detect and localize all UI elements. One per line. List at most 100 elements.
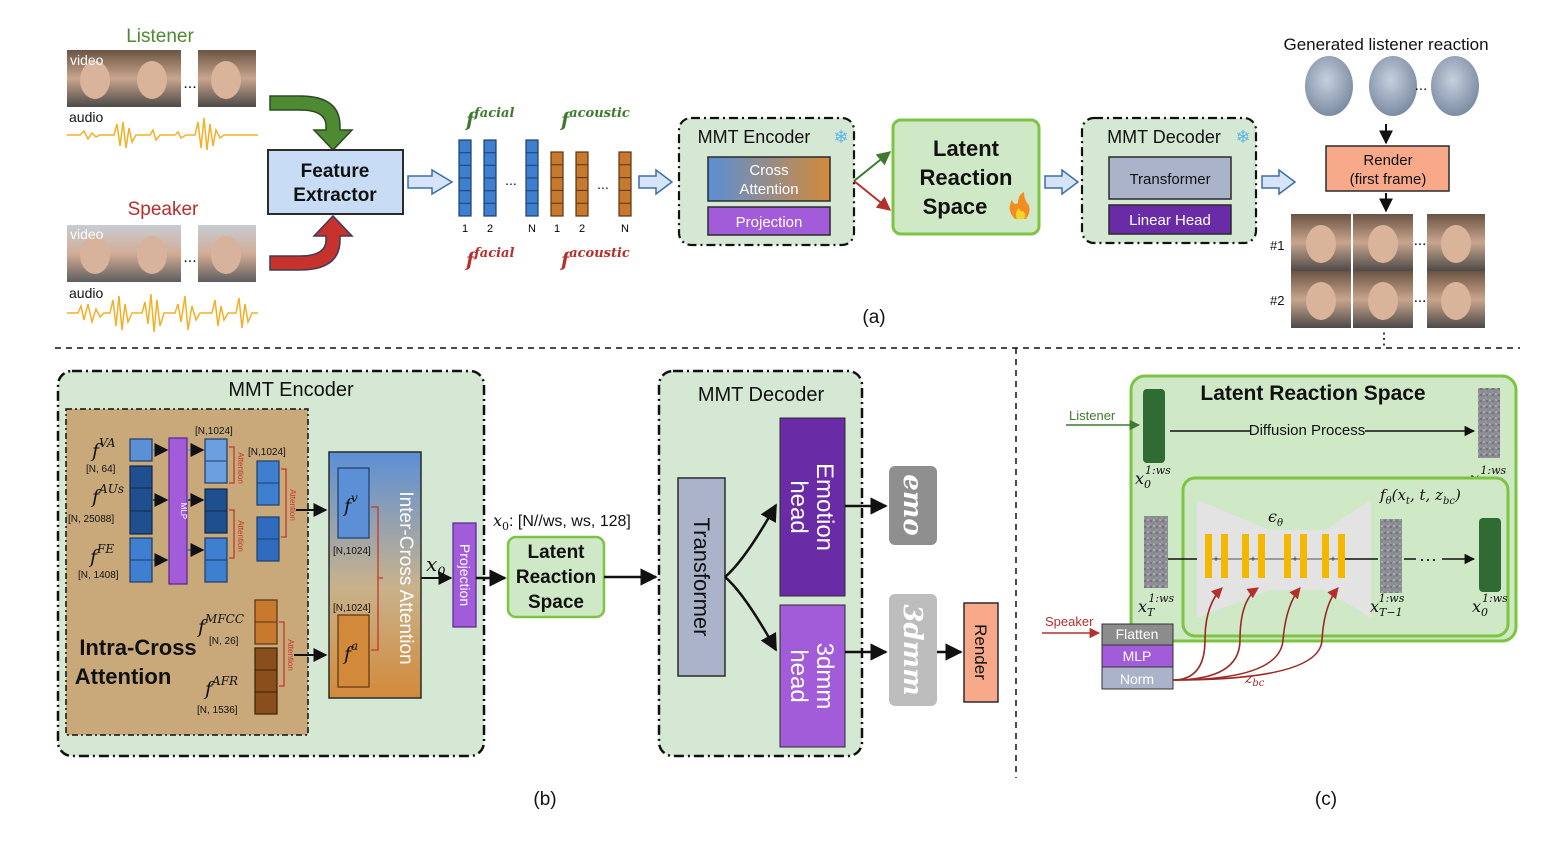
- acoustic-idx-n: N: [621, 223, 629, 235]
- inter-cross-label: Inter-Cross Attention: [395, 491, 416, 664]
- head-3d-2: [1369, 56, 1417, 116]
- threedmm-head-box: [779, 604, 846, 748]
- encoder-to-latent-green-arrow: [853, 151, 892, 182]
- unet-layer-5: [1284, 534, 1291, 578]
- cross-attention-line2: Attention: [739, 181, 798, 198]
- listener-audio-label: audio: [69, 109, 103, 125]
- mlp-box: [168, 437, 188, 585]
- speaker-waveform: [67, 293, 258, 333]
- attention-bracket-2: [229, 509, 235, 559]
- listener-curved-arrow: [269, 95, 354, 152]
- acoustic-idx-2: 2: [579, 223, 585, 235]
- attention-label-1: Attention: [236, 452, 245, 484]
- speaker-c-label: Speaker: [1045, 614, 1094, 629]
- attention-label-3: Attention: [288, 489, 297, 521]
- xT-listener-block: [1478, 388, 1500, 458]
- unet-layer-1: [1205, 534, 1212, 578]
- emotion-head-line2: head: [785, 480, 812, 533]
- emotion-head-box: [779, 417, 846, 597]
- f-va-dim: [N, 64]: [86, 464, 116, 475]
- threedmm-output-label: 3dmm: [897, 604, 927, 695]
- diffusion-process-label: Diffusion Process: [1249, 422, 1365, 439]
- panel-c: Latent Reaction Space Listener Diffusion…: [1042, 374, 1518, 810]
- xT-bottom-label: xT1:ws: [1138, 592, 1174, 619]
- gen-face-1-2: [1368, 225, 1398, 263]
- render-a-line2: (first frame): [1350, 171, 1427, 188]
- latent-space-c-title: Latent Reaction Space: [1200, 382, 1425, 405]
- caption-b: (b): [533, 789, 556, 810]
- f-fe-dim: [N, 1408]: [78, 570, 119, 581]
- row-1-label: #1: [1270, 238, 1284, 253]
- cross-attention-line1: Cross: [749, 162, 788, 179]
- hollow-arrow-tokens: [638, 168, 674, 196]
- threedmm-output-box: [889, 594, 937, 706]
- feature-extractor-box: [267, 149, 404, 215]
- f-v-dim: [N,1024]: [333, 546, 371, 557]
- speaker-video-label: video: [70, 226, 104, 242]
- token-columns: ... ... 1 2 N 1 2 N: [458, 139, 632, 235]
- listener-video-label: video: [70, 52, 104, 68]
- gen-row2-ellipsis: ...: [1414, 289, 1427, 306]
- f-aus-dim: [N, 25088]: [68, 514, 114, 525]
- latent-space-b-line2: Reaction: [516, 567, 596, 588]
- listener-face-3: [211, 61, 241, 99]
- mlp-label: MLP: [179, 503, 188, 519]
- threedmm-head-line1: 3dmm: [811, 643, 838, 710]
- unet-plus-1: +: [1213, 554, 1218, 564]
- latent-space-b-line1: Latent: [528, 542, 586, 563]
- head-3d-1: [1305, 56, 1353, 116]
- emo-output-label: emo: [897, 474, 927, 535]
- xT1-label: xT−11:ws: [1370, 592, 1405, 619]
- encoder-a-title: MMT Encoder: [698, 127, 811, 147]
- epsilon-theta-label: ϵθ: [1268, 507, 1283, 529]
- projection-b-label: Projection: [457, 544, 473, 606]
- x0-shape-label: x0: [N//ws, ws, 128]: [493, 511, 631, 533]
- linear-head-box: [1108, 204, 1232, 235]
- fire-icon-core: [1015, 208, 1026, 219]
- transformer-b-box: [677, 477, 726, 677]
- attention-label-2: Attention: [236, 520, 245, 552]
- attention-bracket-3: [281, 468, 287, 538]
- x0-top-label: x01:ws: [1135, 464, 1171, 491]
- attention-bracket-1: [229, 446, 235, 484]
- hollow-arrow-decoder: [1261, 168, 1297, 196]
- speaker-f-facial: ffacial: [464, 246, 514, 271]
- gen-face-2-3: [1441, 282, 1471, 320]
- unet-layer-3: [1242, 534, 1249, 578]
- xT-input-block: [1144, 516, 1168, 588]
- facial-idx-2: 2: [487, 223, 493, 235]
- mlp-out-dim: [N,1024]: [195, 426, 233, 437]
- gen-face-1-3: [1441, 225, 1471, 263]
- speaker-face-3: [211, 236, 241, 274]
- decoder-a-title: MMT Decoder: [1107, 127, 1221, 147]
- speaker-curved-arrow: [269, 214, 354, 271]
- attention-bracket-4: [279, 621, 285, 687]
- afr-dividers: [255, 669, 277, 693]
- unet-plus-2: +: [1250, 554, 1255, 564]
- caption-a: (a): [862, 307, 885, 328]
- fire-icon: [1009, 192, 1030, 219]
- generated-reaction-title: Generated listener reaction: [1283, 35, 1488, 54]
- attention-label-4: Attention: [286, 639, 295, 671]
- listener-face-1: [80, 61, 110, 99]
- heads-ellipsis: ...: [1415, 77, 1428, 94]
- listener-f-facial: ffacial: [464, 106, 514, 131]
- f-mfcc-dim: [N, 26]: [209, 636, 239, 647]
- intra-out-dim: [N,1024]: [248, 447, 286, 458]
- caption-c: (c): [1315, 789, 1337, 810]
- va-block: [129, 438, 153, 462]
- denoise-ellipsis: ···: [1419, 549, 1437, 569]
- head-3d-3: [1431, 56, 1479, 116]
- listener-ellipsis: ...: [183, 75, 196, 92]
- norm-box: [1101, 666, 1174, 690]
- x0-output-block: [1479, 518, 1501, 592]
- feature-extractor-line2: Extractor: [293, 185, 377, 206]
- acoustic-token-1: [550, 151, 564, 217]
- listener-c-label: Listener: [1069, 408, 1116, 423]
- vertical-ellipsis: ⋮: [1376, 331, 1392, 348]
- generated-frames: ... ...: [1291, 214, 1485, 328]
- afr-block: [254, 647, 278, 715]
- diffusion-label-bg: [1250, 419, 1365, 441]
- latent-space-a-line1: Latent: [933, 136, 1000, 161]
- f-afr-dim: [N, 1536]: [197, 705, 238, 716]
